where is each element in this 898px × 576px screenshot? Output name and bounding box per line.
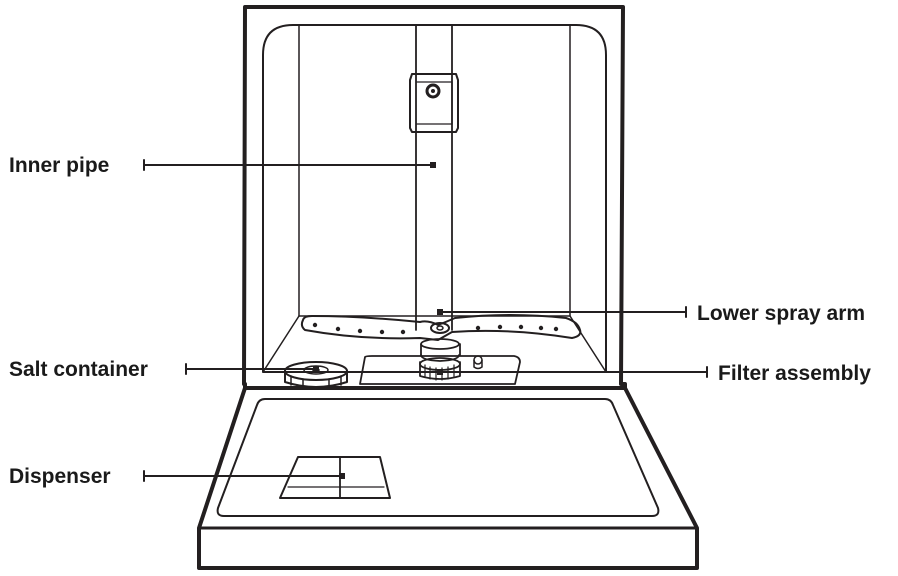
tub-floor-left-edge: [262, 315, 300, 373]
callout-lines: [143, 159, 708, 482]
door-inner-recess: [236, 410, 638, 503]
lower-spray-arm: [300, 314, 582, 341]
salt-container-leader: [185, 363, 317, 375]
dispenser-leader: [143, 470, 343, 482]
filter-assembly: [419, 338, 483, 381]
dispenser: [279, 456, 391, 499]
label-dispenser: Dispenser: [9, 465, 111, 488]
label-filter-assembly: Filter assembly: [718, 362, 871, 385]
tub-floor-right-edge: [569, 315, 607, 373]
label-inner-pipe: Inner pipe: [9, 154, 109, 177]
door-inner-panel: [216, 398, 660, 517]
callout-anchor-dots: [313, 162, 443, 479]
inner-pipe: [415, 24, 453, 331]
door-outer: [197, 386, 699, 570]
filter-sump-tray: [359, 355, 521, 385]
cabinet-frame: [242, 5, 627, 390]
tub-interior: [262, 24, 607, 373]
lower-spray-arm-leader: [439, 306, 687, 318]
label-salt-container: Salt container: [9, 358, 148, 381]
label-lower-spray-arm: Lower spray arm: [697, 302, 865, 325]
filter-assembly-leader: [439, 366, 708, 378]
inner-pipe-leader: [143, 159, 434, 171]
upper-nozzle-bracket: [409, 73, 459, 133]
